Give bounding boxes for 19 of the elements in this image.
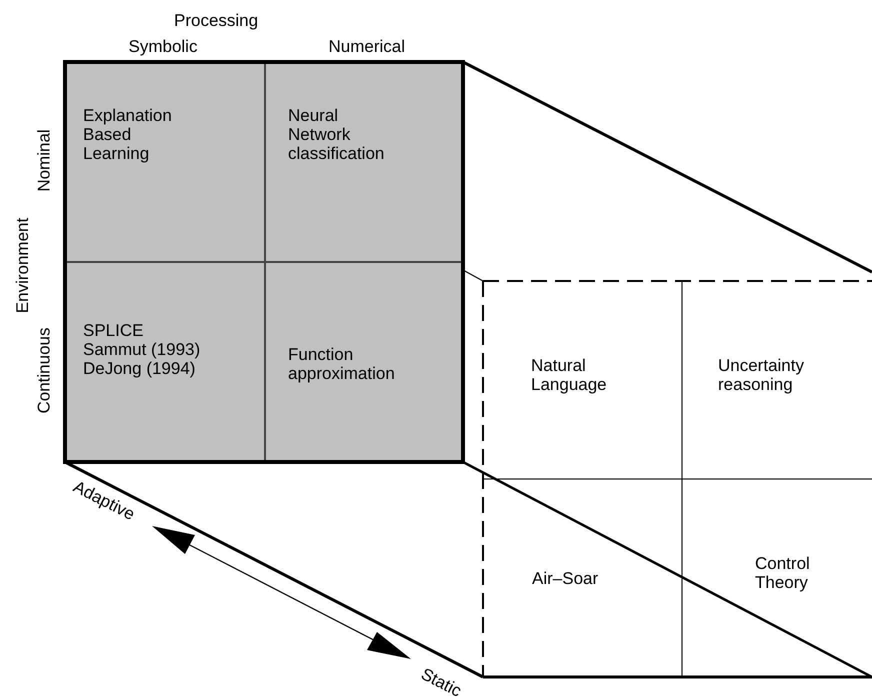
shaded-cell [65,262,265,462]
cell-text: SPLICE Sammut (1993) DeJong (1994) [83,321,202,378]
axis-label: Static [418,664,464,699]
shaded-cell [265,262,463,462]
shaded-cell [265,62,463,262]
cell-text: Neural Network classification [288,106,386,163]
shaded-cell [65,62,265,262]
axis-label: Environment [12,217,32,313]
cell-text: Air–Soar [532,569,600,588]
axis-label: Nominal [34,128,54,192]
axis-label: Processing [174,10,258,30]
cell-text: Uncertainty reasoning [718,356,805,394]
cell-text: Function approximation [288,345,396,383]
cell-text: Control Theory [755,554,811,592]
cell-text: Natural Language [531,356,608,394]
axis-label: Symbolic [128,36,198,56]
axis-label: Continuous [34,327,54,413]
axis-label: Numerical [328,36,406,56]
cell-text: Explanation Based Learning [83,106,173,163]
